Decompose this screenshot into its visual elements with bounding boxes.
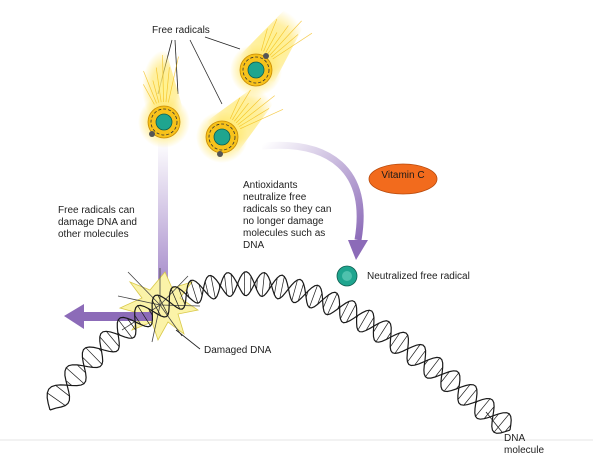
dna-base-pair (134, 315, 142, 325)
dna-base-pair (457, 384, 471, 400)
dna-base-pair (443, 372, 460, 392)
dna-base-pair (224, 275, 228, 295)
dna-base-pair (322, 294, 330, 308)
dna-base-pair (440, 371, 450, 383)
dna-base-pair (198, 284, 203, 296)
dna-base-pair (148, 308, 153, 316)
dna-base-pair (137, 305, 151, 327)
dna-base-pair (373, 323, 380, 333)
dna-base-pair (386, 331, 392, 340)
dna-base-pair (85, 347, 103, 365)
electron-dot (217, 151, 223, 157)
dna-base-pair (82, 356, 94, 368)
dna-base-pair (425, 357, 441, 377)
damaged-dna-label: Damaged DNA (204, 345, 272, 356)
damage-description: Free radicals can damage DNA and other m… (58, 205, 137, 240)
neutralized-label: Neutralized free radical (367, 271, 470, 282)
free-radicals (138, 7, 313, 163)
electron-dot (149, 131, 155, 137)
dna-molecule-pointer (485, 411, 503, 433)
vitamin-c-label: Vitamin C (381, 170, 425, 181)
dna-base-pair (483, 406, 495, 419)
dna-base-pair (178, 287, 186, 305)
dna-base-pair (47, 392, 66, 406)
dna-base-pair (375, 321, 390, 342)
dna-base-pair (65, 380, 73, 386)
dna-base-pair (504, 424, 512, 432)
dna-base-pair (204, 281, 209, 296)
dna-strand-2 (46, 271, 512, 431)
free-radical-1 (138, 50, 190, 148)
left-arrow (64, 304, 152, 329)
dna-molecule-label: DNA molecule (504, 433, 545, 456)
dna-base-pair (152, 300, 162, 317)
dna-base-pair (230, 274, 234, 295)
dna-base-pair (99, 336, 114, 353)
dna-base-pair (105, 331, 120, 347)
dna-base-pair (357, 310, 370, 331)
dna-strand-1 (49, 271, 511, 434)
dna-base-pair (157, 294, 169, 315)
dna-base-pair (65, 367, 85, 384)
dna-base-pair (55, 385, 70, 397)
dna-base-pair (475, 398, 491, 417)
dna-base-pair (170, 288, 181, 310)
dna-base-pair (309, 285, 318, 308)
dna-base-pair (327, 293, 338, 315)
dna-base-pair (279, 276, 285, 299)
dna-base-pair (317, 292, 323, 305)
free-radicals-label: Free radicals (152, 25, 210, 36)
dna-base-pair (345, 304, 357, 323)
dna-base-pair (414, 350, 426, 366)
electron-dot (263, 53, 269, 59)
dna-base-pair (493, 413, 510, 433)
dna-base-pair (256, 278, 258, 290)
dna-base-pair (117, 319, 133, 339)
dna-base-pair (365, 317, 375, 331)
dna-base-pair (463, 388, 478, 406)
damaged-dna-pointer (175, 329, 201, 350)
dna-base-pair (274, 277, 278, 295)
free-radical-2 (230, 7, 313, 96)
dna-base-pair (340, 301, 350, 319)
dna-base-pair (126, 318, 137, 331)
dna-base-pair (210, 275, 216, 299)
dna-helix (46, 271, 512, 434)
free-radical-3 (196, 83, 284, 163)
dna-base-pair (407, 344, 421, 363)
dna-base-pair (389, 332, 401, 348)
dna-base-pair (291, 279, 298, 301)
antioxidant-arrow (261, 141, 368, 260)
antioxidant-description: Antioxidants neutralize free radicals so… (243, 180, 332, 251)
damage-burst (117, 268, 201, 343)
dna-base-pair (261, 272, 265, 297)
dna-base-pair (434, 367, 443, 378)
damage-path-arrow (158, 140, 168, 305)
neutralized-radical-icon (336, 265, 358, 287)
dna-base-pair (76, 364, 86, 374)
dna-base-pair (297, 283, 304, 301)
vitamin-c-oval (368, 163, 438, 195)
dna-base-pair (190, 280, 199, 304)
dna-base-pair (394, 334, 408, 354)
